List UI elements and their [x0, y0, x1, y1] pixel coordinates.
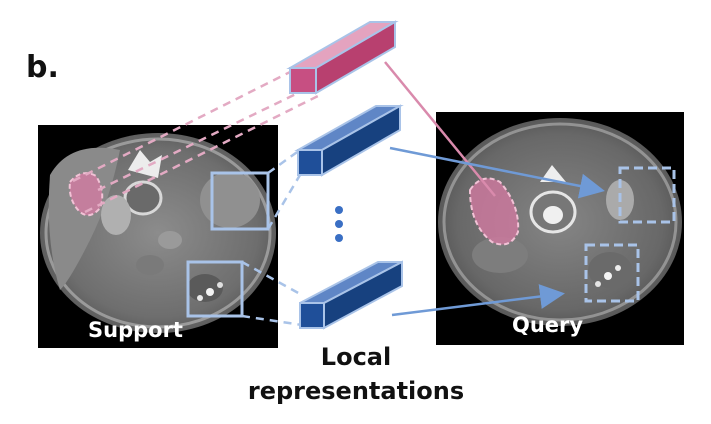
support-box-upper [210, 171, 270, 231]
panel-label: b. [26, 50, 59, 85]
support-caption: Support [88, 318, 183, 342]
blue-arrow-lower [391, 284, 565, 317]
query-box-upper [618, 166, 676, 224]
query-box-lower [584, 243, 640, 303]
pink-dashed-connectors [72, 65, 321, 214]
blue-local-representation-lower [299, 260, 403, 330]
query-ct-image [436, 112, 684, 345]
local-representations-label: Local representations [211, 340, 501, 408]
ellipsis-dots [335, 206, 343, 242]
query-caption: Query [512, 313, 584, 337]
query-arrows [384, 61, 605, 317]
local-label-line1: Local [320, 343, 392, 371]
blue-local-representation-upper [294, 104, 404, 177]
pink-arrow [384, 61, 496, 197]
local-label-line2: representations [247, 377, 465, 405]
blue-arrow-upper [389, 146, 605, 199]
blue-dashed-connectors [241, 148, 303, 327]
support-box-lower [186, 260, 244, 318]
query-pink-roi [468, 177, 520, 246]
pink-local-representation [286, 20, 399, 95]
support-ct-image [38, 125, 278, 348]
